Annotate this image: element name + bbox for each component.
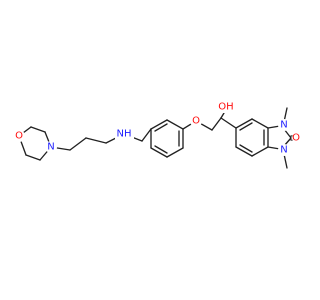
- molecule-canvas: O N NH O OH N: [13, 101, 300, 169]
- hydroxy-group: OH: [216, 101, 236, 113]
- atoms-layer: O N NH O OH N: [13, 101, 300, 156]
- urea-nitrogen-1: N: [278, 119, 290, 131]
- bond: [69, 137, 87, 151]
- bond: [30, 126, 46, 133]
- bond: [267, 146, 281, 150]
- carbonyl-oxygen-label: O: [292, 133, 300, 144]
- secondary-amine: NH: [115, 128, 134, 140]
- bond: [166, 147, 184, 158]
- bond: [85, 137, 107, 144]
- bond: [220, 112, 225, 119]
- bond: [239, 144, 253, 153]
- secondary-amine-label: NH: [117, 129, 132, 140]
- bond: [267, 125, 281, 129]
- bond: [251, 118, 269, 129]
- bonds-layer: [18, 107, 299, 169]
- bond: [235, 118, 253, 129]
- bond: [154, 123, 168, 132]
- bond: [154, 145, 168, 154]
- urea-nitrogen-1-label: N: [280, 120, 287, 131]
- hydroxy-label: OH: [218, 102, 233, 113]
- bond: [211, 117, 222, 131]
- morpholine-oxygen: O: [13, 130, 25, 142]
- bond: [283, 153, 288, 169]
- morpholine-nitrogen: N: [45, 141, 57, 153]
- urea-nitrogen-3: N: [278, 144, 290, 156]
- ether-oxygen-label: O: [192, 116, 200, 127]
- urea-nitrogen-3-label: N: [280, 145, 287, 156]
- bond: [235, 146, 253, 157]
- bond: [150, 119, 168, 130]
- bond: [239, 122, 253, 131]
- bond: [141, 128, 152, 142]
- carbonyl-oxygen: O: [292, 133, 300, 144]
- bond: [220, 117, 237, 129]
- ether-oxygen: O: [190, 115, 202, 127]
- bond: [150, 147, 168, 158]
- morpholine-nitrogen-label: N: [47, 142, 54, 153]
- bond: [251, 146, 269, 157]
- bond: [166, 119, 184, 130]
- morpholine-oxygen-label: O: [15, 131, 23, 142]
- bond: [25, 154, 41, 161]
- structure-diagram: O N NH O OH N: [13, 101, 300, 169]
